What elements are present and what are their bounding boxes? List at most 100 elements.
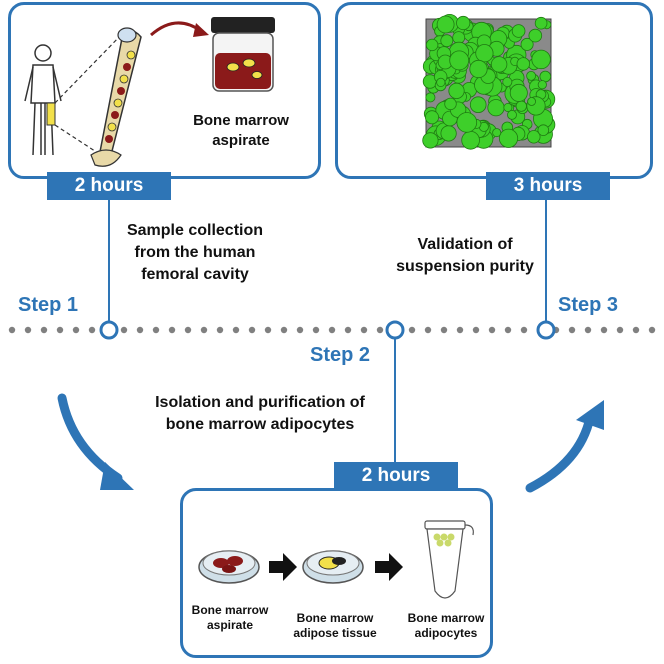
step3-panel: [335, 2, 653, 179]
cell-sphere: [475, 44, 494, 63]
cell-sphere: [511, 24, 526, 38]
microscopy-image: [422, 13, 556, 150]
cell-sphere: [469, 96, 487, 113]
step3-duration-badge: 3 hours: [486, 172, 610, 200]
cell-sphere: [534, 16, 548, 30]
timeline-dot: [584, 326, 592, 334]
cell-sphere: [461, 131, 480, 150]
timeline-dot: [248, 326, 256, 334]
timeline-dot: [232, 326, 240, 334]
timeline-dot: [136, 326, 144, 334]
timeline-dot: [520, 326, 528, 334]
timeline-dot: [600, 326, 608, 334]
timeline-dot: [56, 326, 64, 334]
cell-sphere: [448, 82, 465, 100]
process-arrow-2-icon: [375, 553, 403, 581]
timeline-dot: [312, 326, 320, 334]
cell-sphere: [537, 124, 550, 136]
timeline-dot: [632, 326, 640, 334]
timeline-dot: [616, 326, 624, 334]
cell-sphere: [528, 28, 543, 43]
cell-sphere: [492, 128, 502, 138]
timeline-dot: [40, 326, 48, 334]
cell-sphere: [490, 56, 508, 73]
curved-arrow-right-head: [576, 400, 604, 430]
timeline-dot: [648, 326, 656, 334]
cell-sphere: [425, 110, 440, 125]
step1-duration-badge: 2 hours: [47, 172, 171, 200]
cell-sphere: [449, 50, 470, 71]
cell-sphere: [515, 100, 527, 112]
cell-sphere: [503, 103, 513, 113]
petri-dish-aspirate-icon: [198, 550, 260, 584]
cell-sphere: [527, 97, 537, 106]
cell-sphere: [440, 34, 454, 48]
timeline-dot: [72, 326, 80, 334]
timeline-dot: [88, 326, 96, 334]
microcentrifuge-tube-icon: [424, 520, 474, 599]
cell-sphere: [516, 57, 531, 71]
timeline-dot: [152, 326, 160, 334]
cell-sphere: [507, 110, 517, 120]
cell-sphere: [436, 15, 455, 34]
cell-sphere: [444, 97, 457, 111]
isolation-process-illustration: [198, 520, 474, 599]
timeline-dot: [296, 326, 304, 334]
timeline-dot: [424, 326, 432, 334]
cell-sphere: [422, 132, 439, 149]
step2-label: Step 2: [310, 344, 371, 366]
cell-sphere: [537, 80, 547, 90]
cell-sphere: [527, 130, 541, 144]
timeline-dot: [200, 326, 208, 334]
timeline-dot: [504, 326, 512, 334]
femur-illustration: [24, 17, 275, 167]
cell-sphere: [452, 31, 466, 44]
cell-sphere: [509, 83, 528, 102]
timeline-dot: [264, 326, 272, 334]
timeline-dots: [8, 326, 656, 334]
step3-label: Step 3: [558, 294, 619, 316]
curved-arrow-right: [525, 413, 595, 493]
sample-jar-icon: [211, 17, 275, 92]
cell-sphere: [456, 112, 478, 133]
step2-duration-badge: 2 hours: [334, 462, 458, 490]
timeline-dot: [216, 326, 224, 334]
timeline-dot: [472, 326, 480, 334]
timeline-dot: [24, 326, 32, 334]
curved-arrow-left-head: [100, 462, 134, 490]
timeline-dot: [280, 326, 288, 334]
timeline-dot: [488, 326, 496, 334]
step3-marker: [536, 320, 556, 340]
cell-sphere: [440, 125, 457, 142]
cell-sphere: [469, 59, 488, 79]
cell-sphere: [520, 37, 534, 51]
cell-sphere: [526, 71, 537, 81]
petri-dish-adipose-icon: [302, 550, 364, 584]
adipocyte-cells-3d: [422, 13, 556, 150]
red-arrow-icon: [150, 21, 202, 37]
cell-sphere: [425, 92, 436, 103]
cell-sphere: [436, 77, 446, 88]
human-figure-icon: [24, 44, 62, 156]
timeline-dot: [168, 326, 176, 334]
timeline-dot: [440, 326, 448, 334]
cell-sphere: [425, 38, 439, 52]
timeline-dot: [120, 326, 128, 334]
timeline-dot: [568, 326, 576, 334]
step1-marker: [99, 320, 119, 340]
timeline-dot: [408, 326, 416, 334]
timeline-dot: [376, 326, 384, 334]
timeline-dot: [360, 326, 368, 334]
timeline-dot: [344, 326, 352, 334]
timeline-dot: [8, 326, 16, 334]
femur-bone-icon: [90, 27, 142, 167]
